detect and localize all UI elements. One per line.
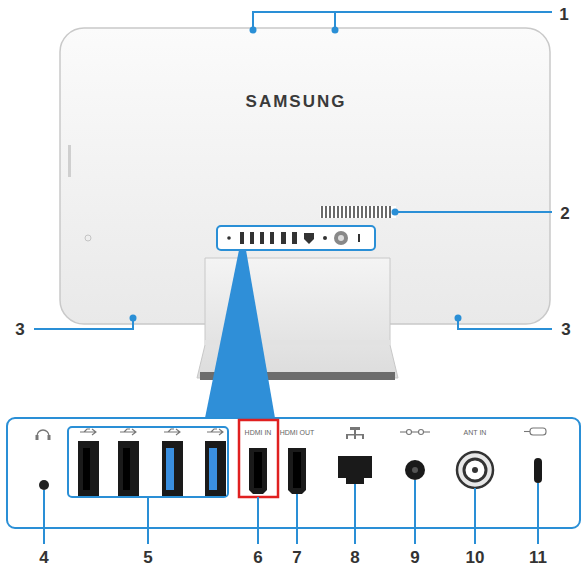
- callout-number: 11: [529, 549, 547, 566]
- callout-number: 8: [350, 549, 359, 566]
- callout-number: 1: [559, 6, 568, 23]
- callout-number: 7: [292, 549, 301, 566]
- callout-number: 3: [561, 321, 570, 338]
- callout-number: 10: [466, 549, 485, 566]
- callout-number: 6: [253, 549, 262, 566]
- port-label: ANT IN: [464, 429, 487, 436]
- brand-logo: SAMSUNG: [246, 93, 347, 110]
- callout-number: 3: [15, 321, 24, 338]
- callout-number: 5: [143, 549, 152, 566]
- callout-number: 2: [560, 205, 569, 222]
- port-label: HDMI IN: [245, 429, 272, 436]
- callout-number: 9: [410, 549, 419, 566]
- port-label: HDMI OUT: [280, 429, 315, 436]
- callout-number: 4: [39, 549, 48, 566]
